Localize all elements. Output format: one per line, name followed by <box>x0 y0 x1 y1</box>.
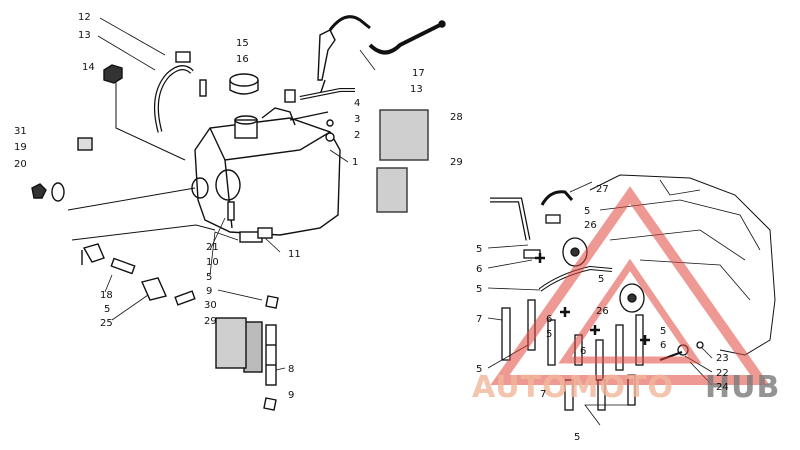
callout-5: 5 <box>206 272 212 283</box>
filler-cap <box>229 73 259 95</box>
oil-tank-assembly <box>31 15 446 411</box>
callout-25: 25 <box>100 318 113 329</box>
callout-5: 5 <box>584 206 590 217</box>
callout-16: 16 <box>236 54 249 65</box>
callout-13: 13 <box>78 30 91 41</box>
callout-7: 7 <box>540 389 546 400</box>
callout-14: 14 <box>82 62 95 73</box>
callout-19: 19 <box>14 142 27 153</box>
watermark-triangle-outer <box>490 186 770 385</box>
callout-17: 17 <box>412 68 425 79</box>
callout-labels: 12 13 14 15 16 17 13 4 3 2 28 1 29 31 19… <box>14 12 729 443</box>
callout-22: 22 <box>716 368 729 379</box>
callout-29: 29 <box>450 157 463 168</box>
callout-23: 23 <box>716 353 729 364</box>
callout-15: 15 <box>236 38 249 49</box>
callout-6: 6 <box>580 346 586 357</box>
callout-26: 26 <box>584 220 597 231</box>
callout-5: 5 <box>574 432 580 443</box>
callout-20: 20 <box>14 159 27 170</box>
callout-11: 11 <box>288 249 301 260</box>
callout-5: 5 <box>546 329 552 340</box>
callout-5: 5 <box>476 284 482 295</box>
callout-10: 10 <box>206 257 219 268</box>
callout-27: 27 <box>596 184 609 195</box>
callout-7: 7 <box>476 314 482 325</box>
callout-12: 12 <box>78 12 91 23</box>
callout-8: 8 <box>288 364 294 375</box>
callout-5: 5 <box>476 364 482 375</box>
callout-6: 6 <box>546 314 552 325</box>
callout-9: 9 <box>288 390 294 401</box>
callout-26: 26 <box>596 306 609 317</box>
callout-21: 21 <box>206 242 219 253</box>
watermark-text-main: AUTOMOTO <box>472 370 674 405</box>
callout-5: 5 <box>660 326 666 337</box>
watermark-triangle-inner <box>558 258 702 364</box>
callout-28: 28 <box>450 112 463 123</box>
watermark-logo: AUTOMOTO HUB <box>472 186 780 405</box>
callout-29: 29 <box>204 316 217 327</box>
callout-18: 18 <box>100 290 113 301</box>
callout-24: 24 <box>716 382 729 393</box>
callout-4: 4 <box>354 98 360 109</box>
callout-5: 5 <box>104 304 110 315</box>
callout-5: 5 <box>598 274 604 285</box>
callout-6: 6 <box>476 264 482 275</box>
callout-3: 3 <box>354 114 360 125</box>
callout-30: 30 <box>204 300 217 311</box>
callout-31: 31 <box>14 126 27 137</box>
callout-1: 1 <box>352 157 358 168</box>
callout-2: 2 <box>354 130 360 141</box>
callout-9: 9 <box>206 286 212 297</box>
callout-6: 6 <box>660 340 666 351</box>
watermark-text-hub: HUB <box>705 370 780 405</box>
callout-5: 5 <box>476 244 482 255</box>
callout-13: 13 <box>410 84 423 95</box>
